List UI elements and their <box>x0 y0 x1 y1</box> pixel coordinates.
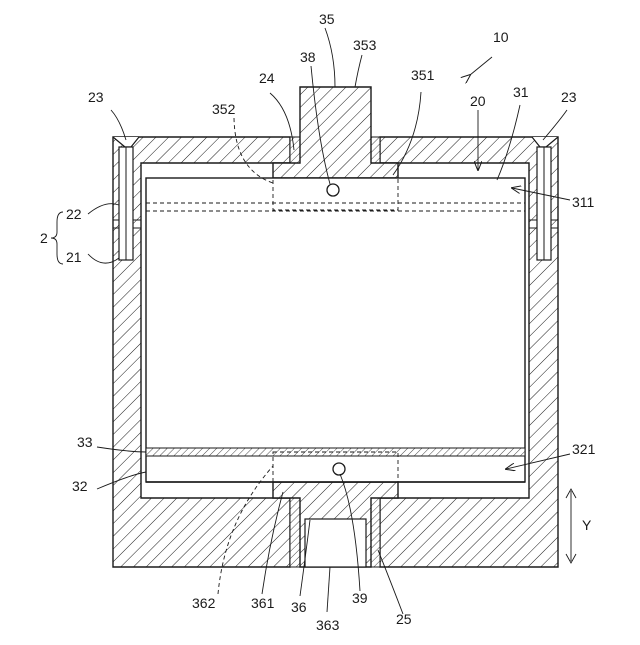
label-10: 10 <box>493 29 509 45</box>
label-35: 35 <box>319 11 335 27</box>
label-20: 20 <box>470 93 486 109</box>
pin-39 <box>333 463 345 475</box>
label-24: 24 <box>259 70 275 86</box>
label-25: 25 <box>396 611 412 627</box>
label-23-left: 23 <box>88 89 104 105</box>
bracket-2 <box>51 212 63 264</box>
label-351: 351 <box>411 67 435 83</box>
y-direction-arrow <box>566 489 576 563</box>
label-39: 39 <box>352 590 368 606</box>
label-363: 363 <box>316 617 340 633</box>
upper-shaft-35 <box>273 87 398 178</box>
label-21: 21 <box>66 249 82 265</box>
pin-38 <box>327 184 339 196</box>
label-311: 311 <box>572 194 595 210</box>
label-33: 33 <box>77 434 93 450</box>
label-352: 352 <box>212 101 236 117</box>
label-22: 22 <box>66 206 82 222</box>
label-361: 361 <box>251 595 275 611</box>
label-y: Y <box>582 517 592 533</box>
roller-20 <box>146 178 525 482</box>
label-36: 36 <box>291 599 307 615</box>
label-2: 2 <box>40 230 48 246</box>
label-353: 353 <box>353 37 377 53</box>
label-38: 38 <box>300 49 316 65</box>
label-23-right: 23 <box>561 89 577 105</box>
label-362: 362 <box>192 595 216 611</box>
label-321: 321 <box>572 441 596 457</box>
label-32: 32 <box>72 478 88 494</box>
plate-33 <box>146 448 525 456</box>
label-31: 31 <box>513 84 529 100</box>
